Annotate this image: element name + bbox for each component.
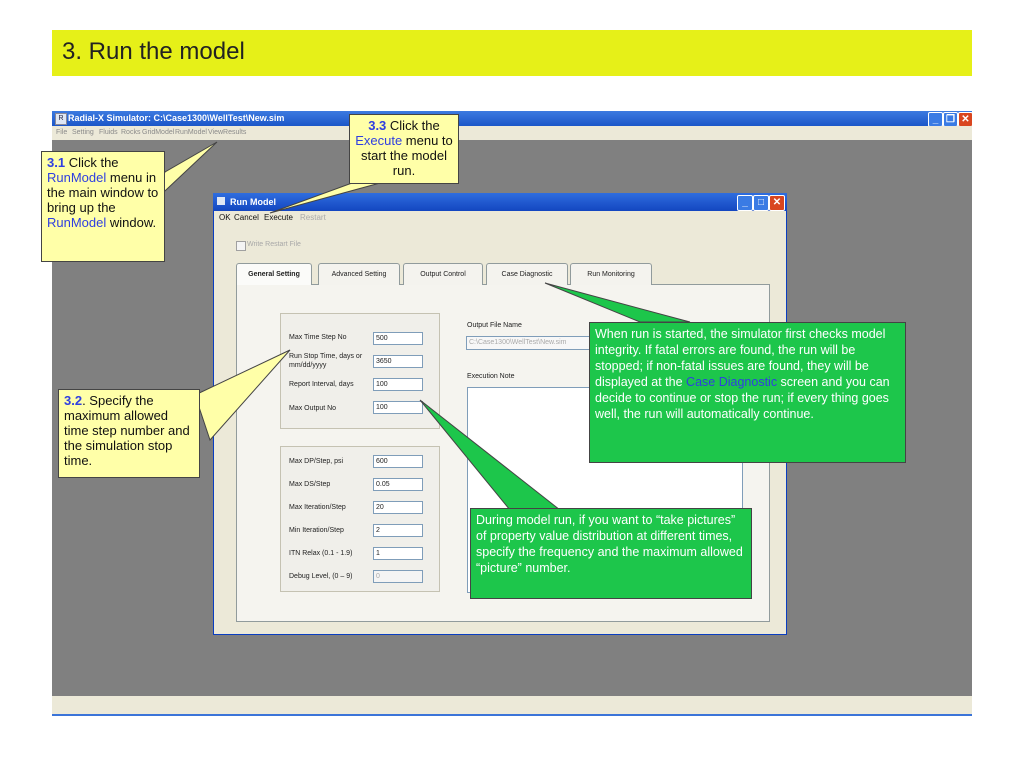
rm-menu-execute[interactable]: Execute — [264, 213, 293, 222]
menu-setting[interactable]: Setting — [72, 129, 94, 136]
menu-runmodel[interactable]: RunModel — [175, 129, 207, 136]
app-icon: R — [55, 113, 67, 125]
debug-level-label: Debug Level, (0 – 9) — [289, 573, 353, 580]
callout-integrity-check: When run is started, the simulator first… — [589, 322, 906, 463]
itn-relax-label: ITN Relax (0.1 - 1.9) — [289, 550, 353, 557]
maximize-icon: □ — [757, 197, 765, 208]
write-restart-checkbox[interactable] — [236, 241, 246, 251]
max-output-label: Max Output No — [289, 405, 337, 412]
run-stop-time-label: Run Stop Time, days or mm/dd/yyyy — [289, 353, 363, 369]
callout-3-1-highlight: RunModel — [47, 170, 107, 185]
max-time-step-label: Max Time Step No — [289, 334, 347, 341]
callout-3-2-text: . Specify the maximum allowed time step … — [64, 393, 190, 468]
tab-case-diagnostic[interactable]: Case Diagnostic — [486, 263, 568, 285]
output-file-input[interactable]: C:\Case1300\WellTest\New.sim — [466, 336, 606, 350]
callout-check-text2: screen and you can decide to continue or… — [595, 375, 890, 421]
callout-picture-text: During model run, if you want to “take p… — [476, 513, 743, 575]
slide-title: 3. Run the model — [62, 38, 245, 65]
callout-take-pictures: During model run, if you want to “take p… — [470, 508, 752, 599]
callout-3-3-highlight: Execute — [355, 133, 403, 148]
menu-rocks[interactable]: Rocks — [121, 129, 141, 136]
max-ds-step-input[interactable] — [373, 478, 423, 491]
rm-close-button[interactable]: ✕ — [769, 195, 785, 211]
minimize-icon: _ — [742, 197, 748, 208]
min-iteration-input[interactable] — [373, 524, 423, 537]
run-model-icon — [217, 197, 225, 205]
app-title: Radial-X Simulator: C:\Case1300\WellTest… — [68, 113, 285, 123]
report-interval-label: Report Interval, days — [289, 381, 354, 388]
output-file-label: Output File Name — [467, 322, 522, 329]
close-icon: ✕ — [772, 197, 782, 208]
max-dp-step-input[interactable] — [373, 455, 423, 468]
close-icon: ✕ — [961, 114, 970, 125]
app-menubar — [52, 126, 972, 140]
callout-3-1-number: 3.1 — [47, 155, 66, 170]
max-output-input[interactable] — [373, 401, 423, 414]
close-button[interactable]: ✕ — [958, 112, 973, 127]
callout-3-3-text1: Click the — [386, 118, 440, 133]
rm-menu-restart[interactable]: Restart — [300, 213, 326, 222]
itn-relax-input[interactable] — [373, 547, 423, 560]
callout-step-3-3: 3.3 Click the Execute menu to start the … — [349, 114, 459, 184]
max-time-step-input[interactable] — [373, 332, 423, 345]
callout-check-highlight: Case Diagnostic — [686, 375, 778, 389]
max-ds-step-label: Max DS/Step — [289, 481, 331, 488]
callout-3-1-text1: Click the — [65, 155, 119, 170]
callout-3-3-text2: menu to start the model run. — [361, 133, 453, 178]
write-restart-label: Write Restart File — [247, 241, 301, 248]
max-dp-step-label: Max DP/Step, psi — [289, 458, 344, 465]
rm-maximize-button[interactable]: □ — [753, 195, 769, 211]
run-model-title: Run Model — [230, 197, 276, 207]
tab-output-control[interactable]: Output Control — [403, 263, 483, 285]
rm-minimize-button[interactable]: _ — [737, 195, 753, 211]
menu-viewresults[interactable]: ViewResults — [208, 129, 247, 136]
tab-advanced-setting[interactable]: Advanced Setting — [318, 263, 400, 285]
restore-icon: ❐ — [946, 114, 955, 125]
callout-3-2-number: 3.2 — [64, 393, 83, 408]
callout-3-1-text3: window. — [106, 215, 157, 230]
app-statusbar — [52, 696, 972, 716]
restore-button[interactable]: ❐ — [943, 112, 958, 127]
rm-menu-cancel[interactable]: Cancel — [234, 213, 259, 222]
minimize-icon: _ — [932, 114, 939, 125]
callout-step-3-1: 3.1 Click the RunModel menu in the main … — [41, 151, 165, 262]
callout-3-3-number: 3.3 — [368, 118, 387, 133]
menu-gridmodel[interactable]: GridModel — [142, 129, 175, 136]
callout-3-1-text2: menu in the main window to bring up the — [47, 170, 159, 215]
tab-general-setting[interactable]: General Setting — [236, 263, 312, 285]
tab-run-monitoring[interactable]: Run Monitoring — [570, 263, 652, 285]
menu-file[interactable]: File — [56, 129, 68, 136]
menu-fluids[interactable]: Fluids — [99, 129, 118, 136]
app-titlebar[interactable] — [52, 111, 972, 126]
solver-control-group — [280, 446, 440, 592]
rm-menu-ok[interactable]: OK — [219, 213, 231, 222]
max-iteration-label: Max Iteration/Step — [289, 504, 346, 511]
run-model-titlebar[interactable] — [213, 193, 787, 211]
callout-3-1-highlight2: RunModel — [47, 215, 107, 230]
debug-level-input[interactable] — [373, 570, 423, 583]
callout-step-3-2: 3.2. Specify the maximum allowed time st… — [58, 389, 200, 478]
max-iteration-input[interactable] — [373, 501, 423, 514]
min-iteration-label: Min Iteration/Step — [289, 527, 344, 534]
callout-check-text1: When run is started, the simulator first… — [595, 327, 886, 389]
run-stop-time-input[interactable] — [373, 355, 423, 368]
execution-note-label: Execution Note — [467, 373, 515, 380]
report-interval-input[interactable] — [373, 378, 423, 391]
slide-title-bar — [52, 30, 972, 76]
minimize-button[interactable]: _ — [928, 112, 943, 127]
